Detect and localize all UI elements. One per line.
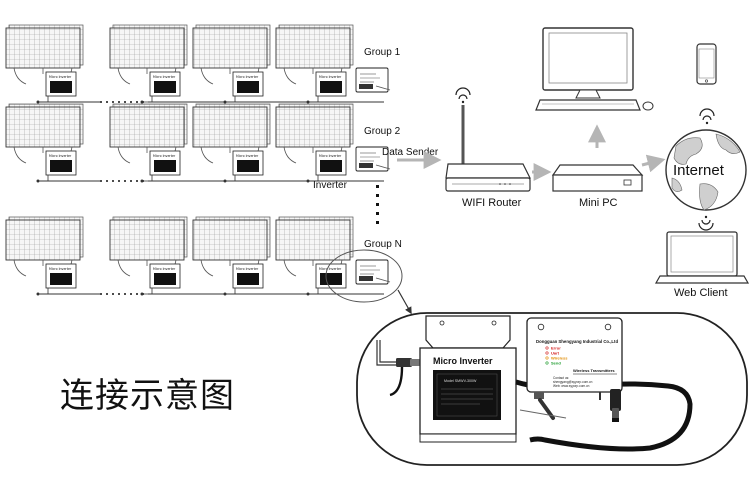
led-uart-label: Uart <box>551 351 560 356</box>
led-indicators: Error Uart Wireless Send <box>545 346 568 366</box>
inverter-label: Inverter <box>313 180 348 191</box>
solar-group-3: Micro Inverter Micro Inverter Micro Invert… <box>5 216 391 296</box>
micro-inverter-icon: Micro Inverter <box>232 71 264 97</box>
solar-group-2: Micro Inverter Micro Inverter Micro Invert… <box>5 103 391 183</box>
wireless-signal-icon <box>699 108 715 125</box>
micro-inverter-icon: Micro Inverter <box>45 263 77 289</box>
solar-panel-cluster: Micro Inverter <box>192 24 271 104</box>
solar-panel-cluster: Micro Inverter <box>275 103 354 183</box>
micro-inverter-box-label: Micro Inverter <box>236 154 259 158</box>
group-1-label: Group 1 <box>364 47 401 58</box>
group-2-label: Group 2 <box>364 126 401 137</box>
solar-panel-cluster: Micro Inverter <box>109 24 188 104</box>
solar-panel-cluster: Micro Inverter <box>109 103 188 183</box>
web-client-label: Web Client <box>674 287 728 299</box>
micro-inverter-box-label: Micro Inverter <box>319 75 342 79</box>
solar-panel-cluster: Micro Inverter <box>5 103 84 183</box>
micro-inverter-icon: Micro Inverter <box>149 263 181 289</box>
led-wireless-label: Wireless <box>551 356 568 361</box>
wifi-router-label: WIFI Router <box>462 197 522 209</box>
laptop-icon <box>654 231 750 284</box>
solar-panel-cluster: Micro Inverter <box>192 216 271 296</box>
smartphone-icon <box>696 43 717 85</box>
micro-inverter-box-label: Micro Inverter <box>153 267 176 271</box>
micro-inverter-icon: Micro Inverter <box>232 150 264 176</box>
solar-panel-cluster: Micro Inverter <box>192 103 271 183</box>
chinese-title: 连接示意图 <box>60 376 235 416</box>
wireless-transmitters-title: Wireless Transmitters <box>573 368 615 373</box>
data-sender-icon <box>355 259 391 285</box>
micro-inverter-box-label: Micro Inverter <box>49 75 72 79</box>
micro-inverter-icon: Micro Inverter <box>45 71 77 97</box>
micro-inverter-icon: Micro Inverter <box>315 150 347 176</box>
micro-inverter-icon: Micro Inverter <box>232 263 264 289</box>
zoom-arrow <box>397 289 412 315</box>
micro-inverter-box-label: Micro Inverter <box>319 154 342 158</box>
micro-inverter-icon: Micro Inverter <box>315 71 347 97</box>
arrow-pc-to-internet <box>641 154 666 173</box>
solar-panel-cluster: Micro Inverter <box>5 24 84 104</box>
inverter-model: Model SMWV-300W <box>444 379 477 383</box>
solar-panel-cluster: Micro Inverter <box>109 216 188 296</box>
solar-panel-cluster: Micro Inverter <box>275 24 354 104</box>
data-sender-icon <box>355 67 391 93</box>
micro-inverter-detail: Micro Inverter Model SMWV-300W <box>419 315 517 443</box>
zoom-highlight-ellipse <box>325 249 403 303</box>
led-send-label: Send <box>551 361 561 366</box>
wifi-router-icon <box>445 87 531 192</box>
micro-inverter-icon: Micro Inverter <box>149 71 181 97</box>
micro-inverter-box-label: Micro Inverter <box>236 75 259 79</box>
group-n-label: Group N <box>364 239 402 250</box>
micro-inverter-icon: Micro Inverter <box>149 150 181 176</box>
mini-pc-icon <box>551 164 644 192</box>
micro-inverter-box-label: Micro Inverter <box>153 75 176 79</box>
contact-email: shengyang@syyorp.com.cn <box>553 380 593 384</box>
vertical-ellipsis <box>376 185 379 224</box>
micro-inverter-box-label: Micro Inverter <box>49 267 72 271</box>
solar-group-1: Micro Inverter Micro Inverter Micro Invert… <box>5 24 391 104</box>
data-sender-icon <box>355 146 391 172</box>
internet-globe-icon <box>665 129 747 211</box>
micro-inverter-box-label: Micro Inverter <box>236 267 259 271</box>
solar-panel-cluster: Micro Inverter <box>5 216 84 296</box>
contact-web: Web: www.syyorp.com.cn <box>553 384 590 388</box>
mini-pc-label: Mini PC <box>579 197 618 209</box>
micro-inverter-icon: Micro Inverter <box>315 263 347 289</box>
solar-panel-cluster: Micro Inverter <box>275 216 354 296</box>
micro-inverter-box-label: Micro Inverter <box>319 267 342 271</box>
micro-inverter-title: Micro Inverter <box>433 356 493 366</box>
micro-inverter-icon: Micro Inverter <box>45 150 77 176</box>
micro-inverter-box-label: Micro Inverter <box>153 154 176 158</box>
data-sender-label: Data Sender <box>382 147 439 158</box>
contact-heading: Contact us: <box>553 376 569 380</box>
company-name: Dongguan Shengyang Industrial Co.,Ltd <box>536 339 618 344</box>
micro-inverter-box-label: Micro Inverter <box>49 154 72 158</box>
cable-connector <box>610 389 621 422</box>
wireless-signal-icon <box>698 215 714 231</box>
wireless-transmitter-detail: Dongguan Shengyang Industrial Co.,Ltd Er… <box>519 317 623 420</box>
desktop-computer-icon <box>535 27 654 111</box>
led-error-label: Error <box>551 346 561 351</box>
internet-label: Internet <box>673 162 725 179</box>
